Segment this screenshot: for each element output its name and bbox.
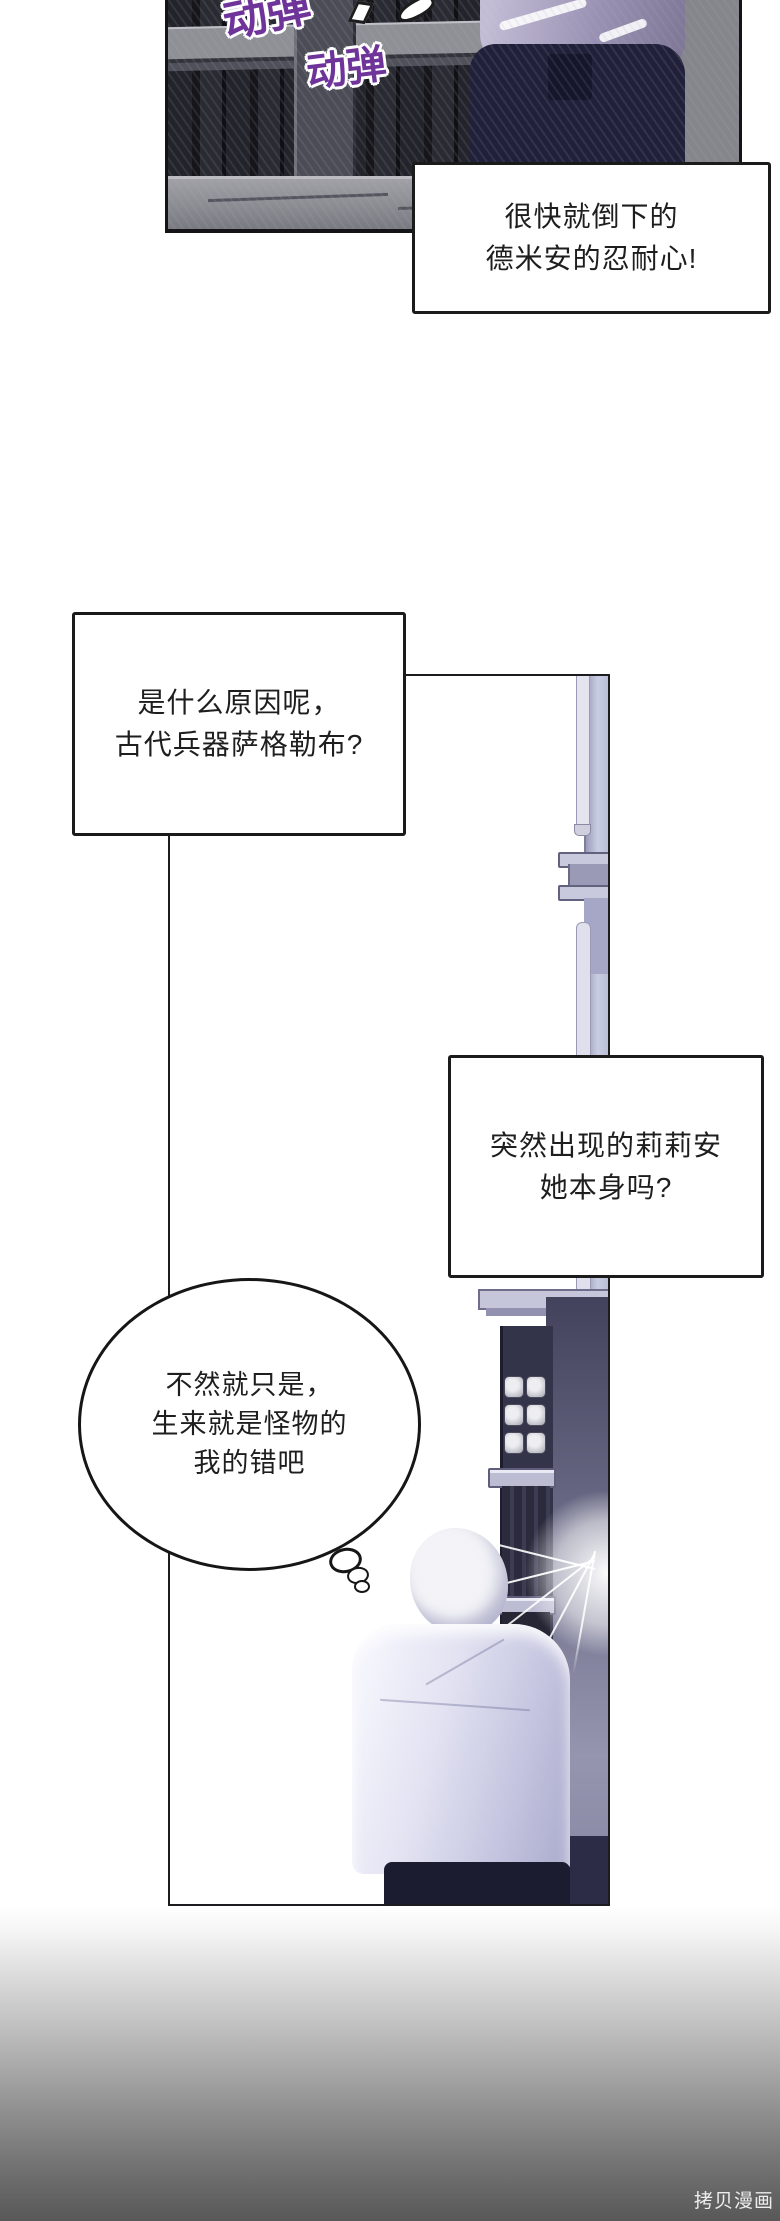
thought-tail-bubble xyxy=(354,1580,370,1593)
speech-line: 很快就倒下的 xyxy=(504,201,679,232)
main-panel xyxy=(168,674,610,1906)
speech-box-a: 很快就倒下的 德米安的忍耐心! xyxy=(412,162,771,314)
bottom-gradient xyxy=(0,1906,780,2221)
molding-neck xyxy=(568,864,608,887)
watermark: 拷贝漫画 xyxy=(693,2191,774,2212)
pillar-trim xyxy=(576,676,590,827)
speech-box-c: 突然出现的莉莉安 她本身吗? xyxy=(448,1055,764,1278)
person-pants xyxy=(384,1862,570,1904)
thought-line: 生来就是怪物的 xyxy=(151,1409,348,1439)
speech-line: 是什么原因呢， xyxy=(137,687,341,718)
thought-bubble: 不然就只是， 生来就是怪物的 我的错吧 xyxy=(78,1278,421,1571)
speech-line: 她本身吗? xyxy=(539,1171,673,1203)
sfx-text: 动弹 xyxy=(304,42,389,96)
molding-flange xyxy=(558,885,608,901)
person-hair xyxy=(410,1528,508,1634)
thought-line: 不然就只是， xyxy=(165,1370,334,1400)
scroll-end xyxy=(526,1432,546,1454)
person-shirt xyxy=(352,1624,570,1874)
scroll-end xyxy=(504,1376,524,1398)
speech-line: 突然出现的莉莉安 xyxy=(489,1129,722,1161)
speech-line: 古代兵器萨格勒布? xyxy=(114,729,364,760)
pillar-trim-cap xyxy=(574,824,591,836)
speech-line: 德米安的忍耐心! xyxy=(485,243,698,274)
speech-box-b: 是什么原因呢， 古代兵器萨格勒布? xyxy=(72,612,406,836)
thought-line: 我的错吧 xyxy=(193,1448,306,1478)
scroll-end xyxy=(504,1404,524,1426)
scroll-end xyxy=(526,1376,546,1398)
scroll-end xyxy=(504,1432,524,1454)
belt-tab xyxy=(548,54,592,100)
scroll-end xyxy=(526,1404,546,1426)
